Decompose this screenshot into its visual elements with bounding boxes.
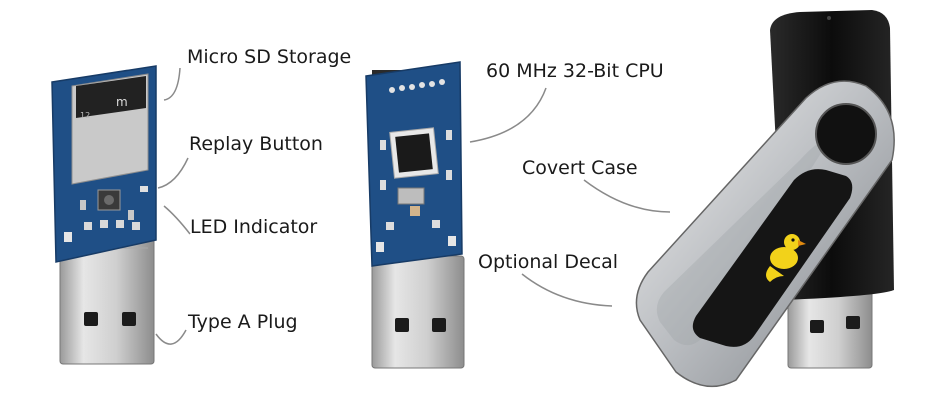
- cpu-chip: [389, 127, 439, 179]
- swivel-hinge: [815, 103, 877, 165]
- svg-text:m: m: [116, 95, 128, 109]
- pcb-1: m 12: [51, 65, 157, 263]
- leader-replay: [157, 157, 189, 189]
- pcb-2: [365, 61, 463, 267]
- label-covert-case: Covert Case: [522, 157, 638, 179]
- leader-cpu: [469, 87, 547, 143]
- case-swivel: [635, 80, 895, 388]
- device-covert-case: [635, 10, 895, 388]
- leader-case: [583, 179, 671, 213]
- svg-text:12: 12: [80, 111, 90, 120]
- micro-sd-card: m 12: [71, 73, 149, 185]
- label-optional-decal: Optional Decal: [478, 251, 619, 273]
- label-led-indicator: LED Indicator: [190, 216, 318, 238]
- device-cpu-board: [365, 61, 465, 369]
- label-cpu: 60 MHz 32-Bit CPU: [486, 60, 664, 82]
- leader-plug: [155, 329, 187, 345]
- usb-plug-2: [371, 255, 465, 369]
- leader-lines: [155, 67, 671, 345]
- label-type-a-plug: Type A Plug: [188, 311, 298, 333]
- label-replay-button: Replay Button: [189, 133, 323, 155]
- device-sd-board: m 12: [51, 65, 157, 365]
- label-micro-sd-storage: Micro SD Storage: [187, 46, 352, 68]
- usb-plug-1: [59, 235, 155, 365]
- leader-decal: [521, 273, 613, 307]
- leader-led: [163, 205, 191, 235]
- rubber-duck-icon: [766, 234, 806, 282]
- led-part: [140, 186, 148, 192]
- leader-sd: [163, 67, 181, 101]
